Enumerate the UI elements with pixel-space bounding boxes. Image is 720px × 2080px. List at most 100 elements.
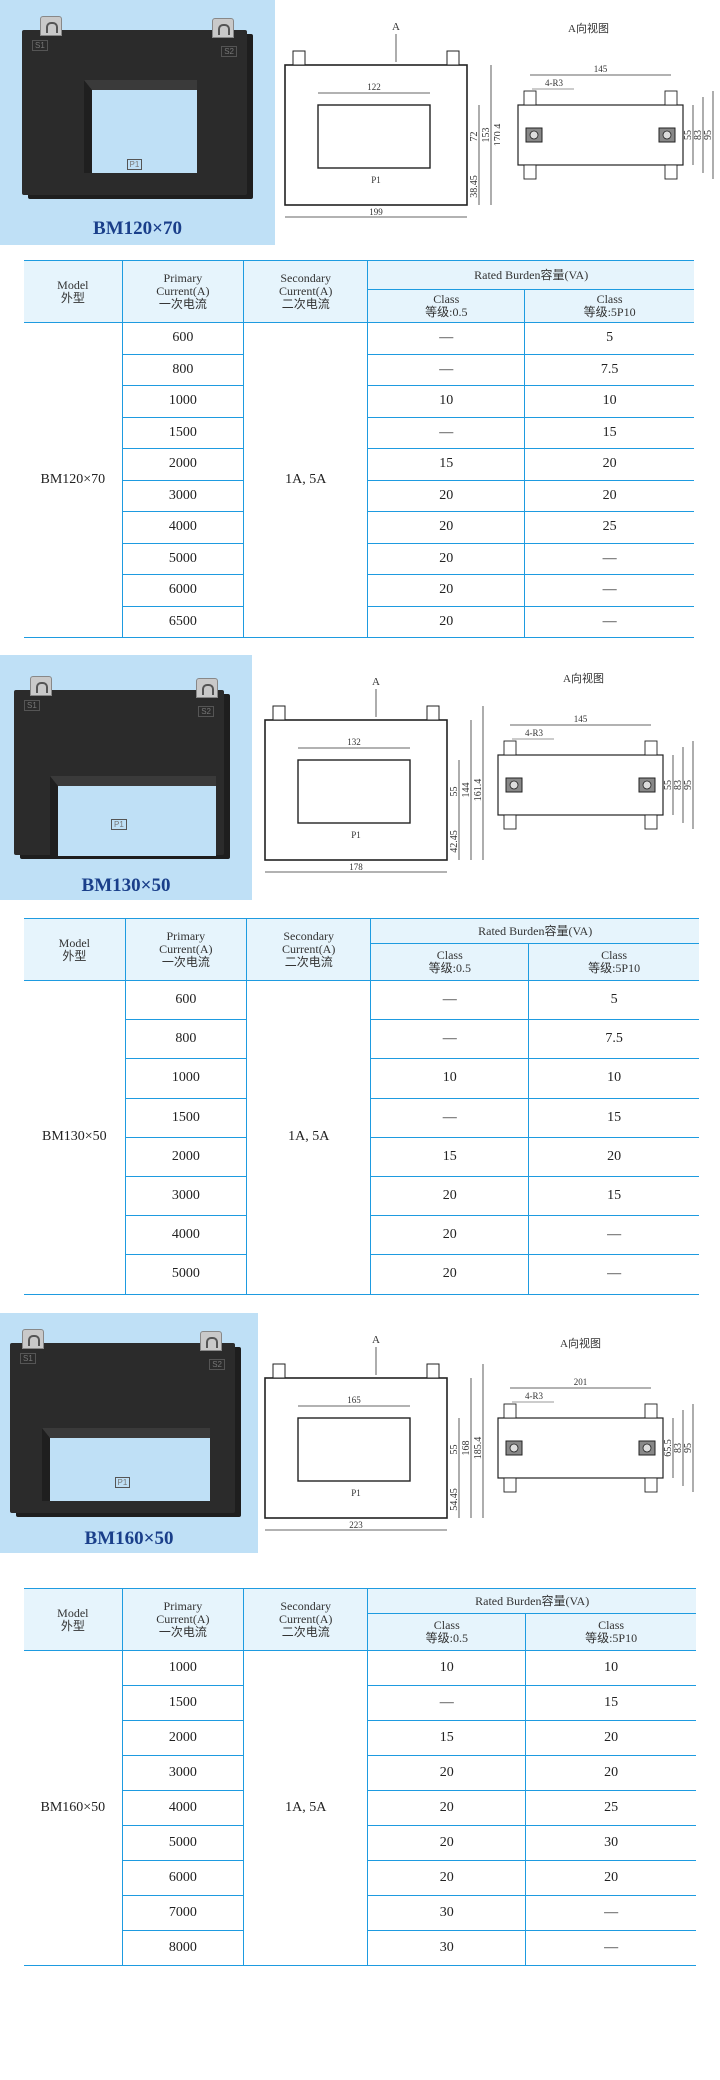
svg-text:145: 145 <box>574 714 588 724</box>
svg-text:145: 145 <box>594 64 608 74</box>
primary-current-cell: 600 <box>124 979 248 1021</box>
svg-text:223: 223 <box>349 1520 363 1530</box>
class-5p10-cell: 20 <box>528 1136 699 1177</box>
primary-current-cell: 5000 <box>122 542 245 575</box>
terminal-icon <box>30 676 52 696</box>
product-title: BM130×50 <box>81 875 171 896</box>
product-photo: S1 S2 P1 BM160×50 <box>0 1313 258 1553</box>
col-rated-burden: Rated Burden容量(VA) <box>367 260 694 290</box>
class-5p10-cell: 10 <box>525 1650 696 1686</box>
svg-text:122: 122 <box>367 82 381 92</box>
class-0-5-cell: — <box>367 416 526 449</box>
class-5p10-cell: 7.5 <box>528 1019 699 1060</box>
secondary-current-cell: 1A, 5A <box>243 1650 369 1966</box>
class-0-5-cell: 20 <box>370 1215 530 1256</box>
s2-mark: S2 <box>221 46 237 57</box>
class-5p10-cell: 20 <box>525 1860 696 1896</box>
class-0-5-cell: — <box>367 322 526 355</box>
class-0-5-cell: 20 <box>367 1825 527 1861</box>
svg-text:42.45: 42.45 <box>449 830 460 853</box>
terminal-icon <box>196 678 218 698</box>
svg-text:72: 72 <box>469 132 480 142</box>
primary-current-cell: 8000 <box>122 1930 245 1966</box>
transformer-window <box>84 80 197 173</box>
svg-text:54.45: 54.45 <box>449 1488 460 1511</box>
class-5p10-cell: 20 <box>524 448 694 481</box>
svg-text:199: 199 <box>369 207 383 217</box>
class-5p10-cell: 20 <box>525 1720 696 1756</box>
class-5p10-cell: 20 <box>524 479 694 512</box>
class-0-5-cell: 10 <box>367 1650 527 1686</box>
primary-current-cell: 800 <box>125 1019 248 1060</box>
class-5p10-cell: 25 <box>524 511 694 544</box>
primary-current-cell: 4000 <box>122 511 245 544</box>
primary-current-cell: 1000 <box>125 1058 248 1099</box>
terminal-icon <box>212 18 234 38</box>
svg-text:170.4: 170.4 <box>493 124 500 147</box>
svg-text:144: 144 <box>461 783 472 798</box>
primary-current-cell: 2000 <box>122 1720 245 1756</box>
svg-text:55: 55 <box>449 787 460 797</box>
s2-mark: S2 <box>209 1359 225 1370</box>
svg-text:132: 132 <box>347 737 361 747</box>
product-photo: S1 S2 P1 BM130×50 <box>0 655 252 900</box>
class-0-5-cell: 15 <box>367 1720 527 1756</box>
svg-text:55: 55 <box>449 1445 460 1455</box>
class-5p10-cell: 10 <box>524 385 694 418</box>
primary-current-cell: 2000 <box>122 448 245 481</box>
class-5p10-cell: — <box>524 542 694 575</box>
model-cell: BM160×50 <box>24 1650 123 1966</box>
class-0-5-cell: 15 <box>370 1136 530 1177</box>
s1-mark: S1 <box>24 700 40 711</box>
class-5p10-cell: 10 <box>528 1058 699 1099</box>
primary-current-cell: 5000 <box>122 1825 245 1861</box>
transformer-window <box>42 1428 210 1501</box>
class-0-5-cell: 20 <box>370 1254 530 1295</box>
svg-text:P1: P1 <box>351 1488 361 1498</box>
svg-text:4-R3: 4-R3 <box>545 78 564 88</box>
class-0-5-cell: 20 <box>370 1175 530 1217</box>
primary-current-cell: 600 <box>121 322 245 355</box>
class-5p10-cell: 5 <box>524 322 694 355</box>
class-0-5-cell: — <box>370 979 530 1021</box>
svg-text:P1: P1 <box>351 830 361 840</box>
svg-text:4-R3: 4-R3 <box>525 1391 544 1401</box>
a-view-title: A向视图 <box>568 23 609 35</box>
svg-text:168: 168 <box>461 1441 472 1456</box>
terminal-icon <box>40 16 62 36</box>
svg-text:83: 83 <box>693 130 704 140</box>
class-0-5-cell: — <box>370 1097 530 1138</box>
svg-text:165: 165 <box>347 1395 361 1405</box>
transformer-body: S1 S2 P1 <box>22 30 247 195</box>
p1-mark: P1 <box>114 1477 131 1488</box>
primary-current-cell: 5000 <box>125 1254 248 1295</box>
table-row: 1500—15 <box>24 1685 696 1721</box>
class-5p10-cell: 7.5 <box>524 353 694 386</box>
transformer-body: S1 S2 P1 <box>14 690 224 856</box>
class-0-5-cell: 20 <box>367 605 526 638</box>
product-photo: S1 S2 P1 BM120×70 <box>0 0 275 245</box>
